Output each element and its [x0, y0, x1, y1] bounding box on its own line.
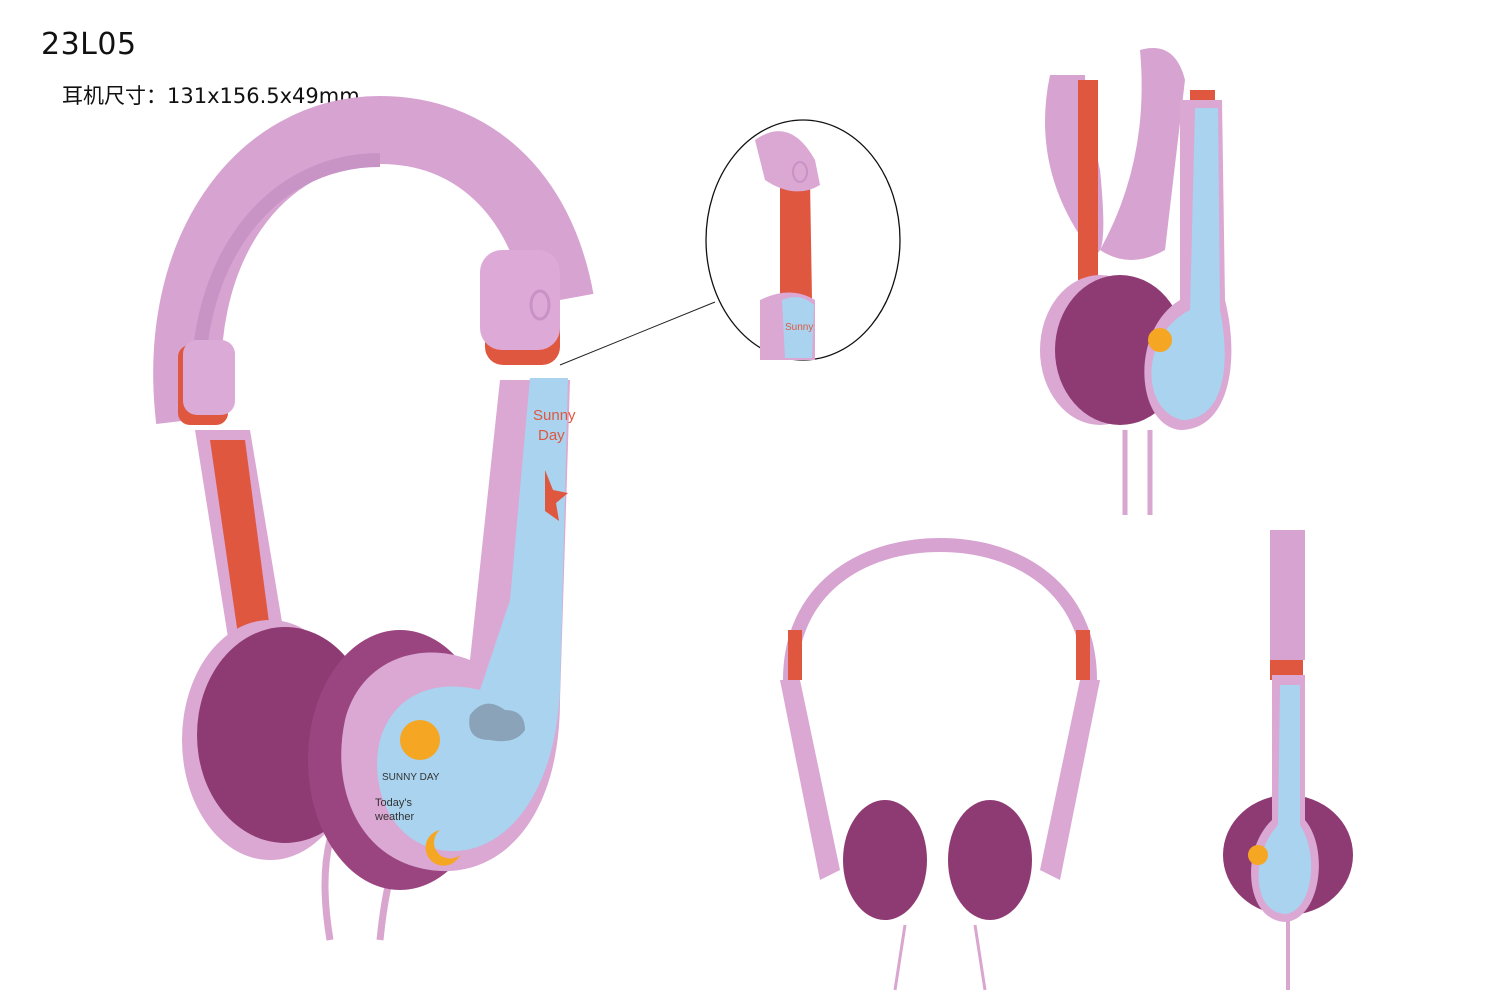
side-view [1223, 530, 1353, 990]
svg-text:Sunny: Sunny [533, 407, 576, 424]
detail-callout: Sunny [705, 119, 901, 361]
folded-view [1040, 48, 1232, 515]
svg-text:SUNNY DAY: SUNNY DAY [382, 772, 440, 783]
svg-text:Day: Day [538, 427, 565, 444]
size-label: 耳机尺寸： [62, 84, 167, 108]
svg-text:Sunny: Sunny [785, 322, 813, 333]
main-headphone-view: Sunny Day SUNNY DAY Today's weather [153, 95, 716, 941]
front-view [780, 537, 1100, 991]
svg-text:Today's: Today's [375, 797, 412, 809]
svg-text:weather: weather [374, 811, 414, 823]
model-number: 23L05 [41, 27, 137, 62]
